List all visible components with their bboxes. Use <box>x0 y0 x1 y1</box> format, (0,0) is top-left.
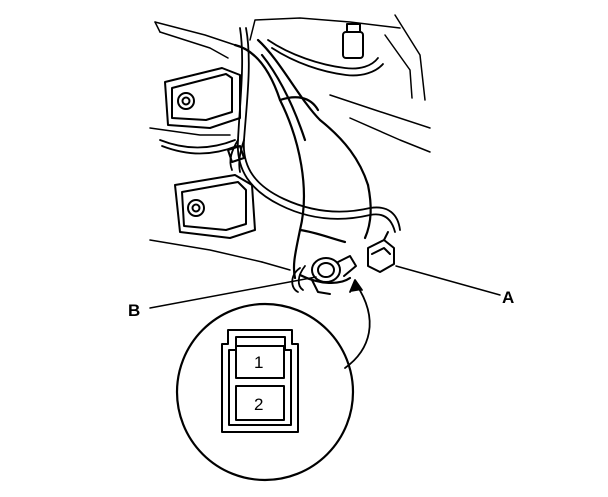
connector-b <box>311 255 357 295</box>
leader-line-b <box>149 276 317 309</box>
harness-clip <box>227 145 245 163</box>
connector-face <box>221 329 299 433</box>
top-plug <box>342 23 364 59</box>
pin-label-1: 1 <box>254 353 263 372</box>
lower-bolt-icon <box>187 199 205 217</box>
lower-bracket <box>174 174 256 239</box>
upper-bracket <box>164 67 241 129</box>
callout-label-b: B <box>128 301 140 320</box>
pin-label-2: 2 <box>254 395 263 414</box>
housing-outline <box>149 14 431 271</box>
connector-a <box>367 231 395 273</box>
unit-body <box>233 38 372 284</box>
magnifier-circle <box>175 302 355 482</box>
wire-harness <box>159 27 401 293</box>
upper-bolt-icon <box>177 92 195 110</box>
callout-label-a: A <box>502 288 514 307</box>
leader-line-a <box>395 265 501 296</box>
pointer-arrow <box>344 279 371 369</box>
